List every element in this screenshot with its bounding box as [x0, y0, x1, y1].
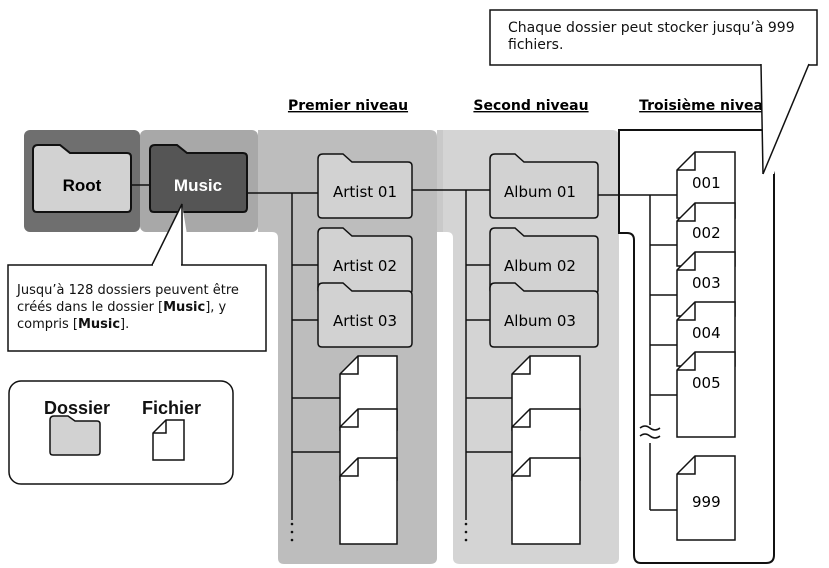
- music-folder-label: Music: [174, 176, 222, 195]
- album-folder-01: Album 01: [489, 153, 599, 219]
- artist-label: Artist 01: [333, 183, 397, 201]
- legend-file-label: Fichier: [142, 398, 202, 418]
- callout-top-right-text: Chaque dossier peut stocker jusqu’à 999 …: [508, 20, 795, 53]
- file-icon: [676, 455, 736, 541]
- ellipsis-dots: [290, 522, 468, 542]
- album-label: Album 01: [504, 183, 576, 201]
- file-001: 001: [676, 151, 736, 219]
- callout-left-pointer: [151, 203, 183, 266]
- first-second-bridge: [437, 130, 443, 232]
- legend-file-icon: [152, 419, 185, 461]
- break-marker: [639, 425, 661, 439]
- first-level-header: Premier niveau: [288, 98, 408, 114]
- file-label: 003: [692, 274, 721, 292]
- callout-left-box: [7, 264, 267, 352]
- file-icon: [676, 351, 736, 438]
- file-label: 005: [692, 374, 721, 392]
- callout-top-right-pointer: [760, 63, 764, 175]
- file-label: 999: [692, 493, 721, 511]
- file-icon: [339, 457, 398, 545]
- album-label: Album 02: [504, 257, 576, 275]
- root-folder-icon: [32, 144, 132, 213]
- callout-top-right-box: [489, 9, 818, 66]
- first-level-file-stack: [339, 355, 398, 545]
- connector-lines: [131, 184, 677, 520]
- legend-folder-label: Dossier: [44, 398, 111, 418]
- legend-box: [8, 380, 234, 485]
- file-label: 002: [692, 224, 721, 242]
- artist-label: Artist 03: [333, 312, 397, 330]
- third-level-header: Troisième niveau: [639, 98, 773, 114]
- artist-folder-03: Artist 03: [317, 282, 413, 348]
- file-icon: [511, 457, 581, 545]
- music-emphasis: Music: [163, 300, 206, 315]
- music-emphasis: Music: [77, 317, 121, 332]
- file-999: 999: [676, 455, 736, 541]
- artist-folder-01: Artist 01: [317, 153, 413, 219]
- second-level-file-stack: [511, 355, 581, 545]
- folder-icon: [317, 153, 413, 219]
- album-folder-02: Album 02: [489, 227, 599, 295]
- second-level-header: Second niveau: [473, 98, 588, 114]
- music-folder-icon: [149, 144, 248, 213]
- legend-folder-icon: [49, 415, 101, 456]
- root-folder-label: Root: [63, 176, 102, 195]
- file-label: 001: [692, 174, 721, 192]
- folder-icon: [489, 282, 599, 348]
- album-folder-03: Album 03: [489, 282, 599, 348]
- folder-icon: [317, 282, 413, 348]
- artist-label: Artist 02: [333, 257, 397, 275]
- file-005: 005: [676, 351, 736, 438]
- file-label: 004: [692, 324, 721, 342]
- album-label: Album 03: [504, 312, 576, 330]
- callout-left-text: Jusqu’à 128 dossiers peuvent être créés …: [17, 283, 239, 332]
- folder-icon: [489, 153, 599, 219]
